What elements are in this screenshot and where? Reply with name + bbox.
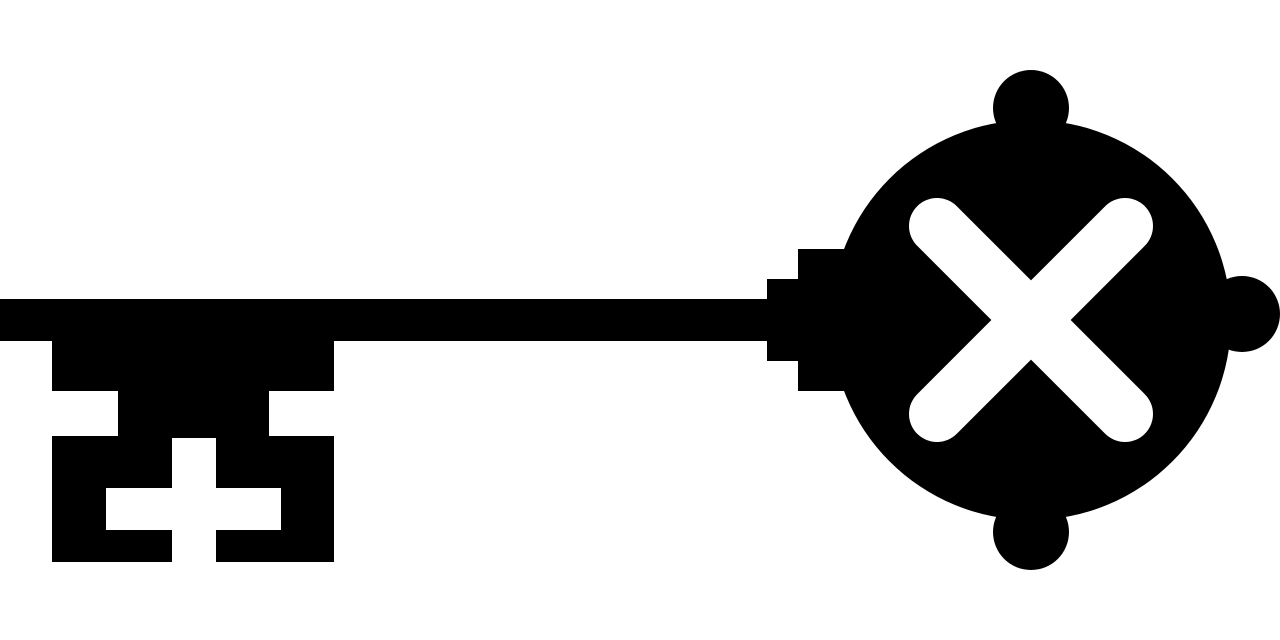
- key-bow-cross-cutout: [909, 198, 1153, 442]
- key-bow-knob-bottom: [993, 494, 1069, 570]
- key-bow-knob-right: [1204, 276, 1280, 352]
- key-bit: [52, 340, 334, 562]
- key-shaft: [0, 299, 805, 341]
- key-shape: [0, 70, 1280, 570]
- key-bow-knob-top: [993, 70, 1069, 146]
- cross-stroke-2: [909, 198, 1153, 442]
